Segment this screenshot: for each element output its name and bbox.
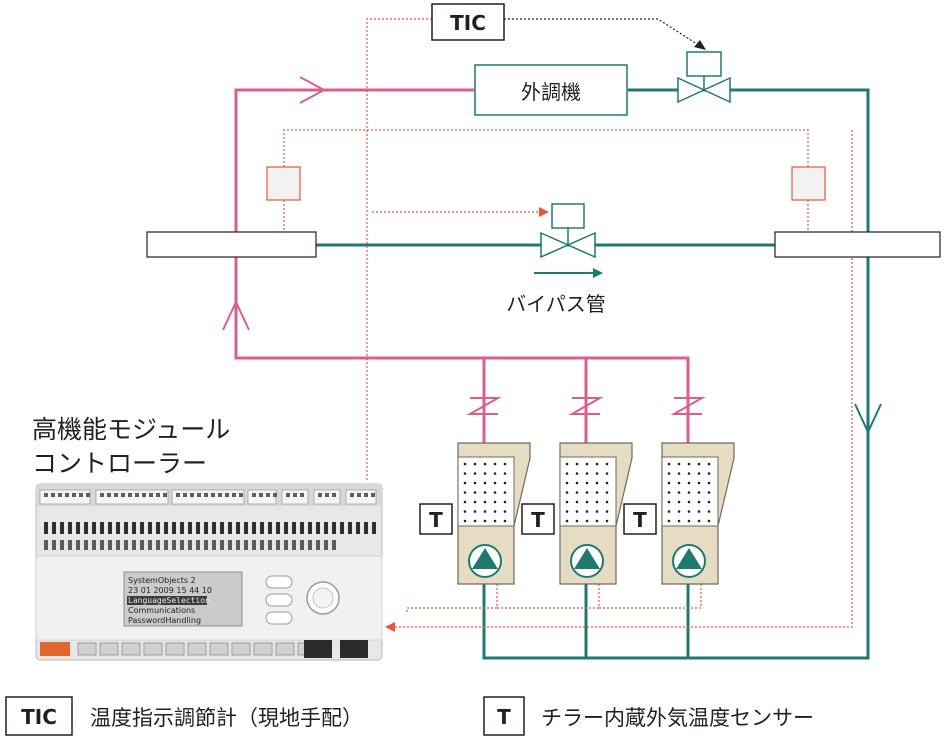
- controller-title-line1: 高機能モジュール: [32, 415, 230, 444]
- supply-temp-sensor: [266, 166, 301, 201]
- bypass-valve-icon: [540, 203, 596, 259]
- legend-tic-symbol: [5, 696, 73, 736]
- lcd-line3: LanguageSelection: [128, 596, 210, 605]
- return-header: [774, 231, 941, 258]
- controller-button-3[interactable]: [265, 611, 293, 625]
- bypass-label: バイパス管: [506, 292, 606, 316]
- pump-icon: [468, 544, 502, 578]
- tic-signal-line: [504, 18, 701, 47]
- signal-lines: [283, 18, 853, 628]
- module-controller: SystemObjects 2 23 01 2009 15 44 10 Lang…: [35, 483, 383, 661]
- ahu-valve-icon: [677, 51, 731, 104]
- svg-text:T: T: [497, 705, 511, 729]
- controller-vents: [44, 522, 376, 550]
- air-handling-unit: 外調機: [474, 64, 628, 116]
- controller-button-2[interactable]: [265, 593, 293, 607]
- legend: TIC 温度指示調節計（現地手配） T チラー内蔵外気温度センサー: [5, 696, 814, 736]
- supply-header: [146, 231, 317, 258]
- chiller-sensor-label: T: [429, 508, 443, 532]
- chiller-unit: T: [419, 442, 531, 585]
- lcd-line1: SystemObjects 2: [128, 576, 196, 585]
- pump-icon: [570, 544, 604, 578]
- return-temp-sensor: [791, 166, 826, 201]
- chiller-sensor-symbol: T: [623, 503, 657, 535]
- signal-arrowhead-controller: [385, 622, 395, 632]
- controller-title-line2: コントローラー: [32, 449, 207, 478]
- return-flow-arrow: [854, 403, 882, 435]
- chiller-unit: T: [521, 442, 633, 585]
- legend-t-symbol: [483, 696, 525, 736]
- controller-button-1[interactable]: [265, 575, 293, 589]
- pump-icon: [672, 544, 706, 578]
- lcd-line4: Communications: [128, 606, 195, 615]
- legend-t-text: チラー内蔵外気温度センサー: [541, 706, 814, 730]
- chiller-sensor-symbol: T: [521, 503, 555, 535]
- svg-text:外調機: 外調機: [521, 80, 581, 104]
- bypass-flow-arrowhead: [593, 268, 603, 278]
- lcd-line5: PasswordHandling: [128, 616, 201, 625]
- tic-signal-arrowhead: [694, 40, 706, 50]
- chiller-unit: T: [623, 442, 735, 585]
- chiller-sensor-symbol: T: [419, 503, 453, 535]
- signal-arrowhead-valve: [539, 207, 549, 217]
- controller-top-terminals: [39, 489, 377, 505]
- supply-flow-arrows: [222, 76, 327, 331]
- lcd-line2: 23 01 2009 15 44 10: [128, 586, 212, 595]
- tic-box: TIC: [431, 3, 505, 41]
- controller-bottom-terminals: [40, 640, 368, 658]
- supply-piping: [234, 88, 690, 446]
- svg-text:TIC: TIC: [21, 705, 57, 729]
- legend-tic-text: 温度指示調節計（現地手配）: [90, 706, 363, 730]
- check-valves: [466, 397, 706, 415]
- svg-text:TIC: TIC: [450, 11, 486, 35]
- chiller-sensor-label: T: [531, 508, 545, 532]
- chiller-sensor-label: T: [633, 508, 647, 532]
